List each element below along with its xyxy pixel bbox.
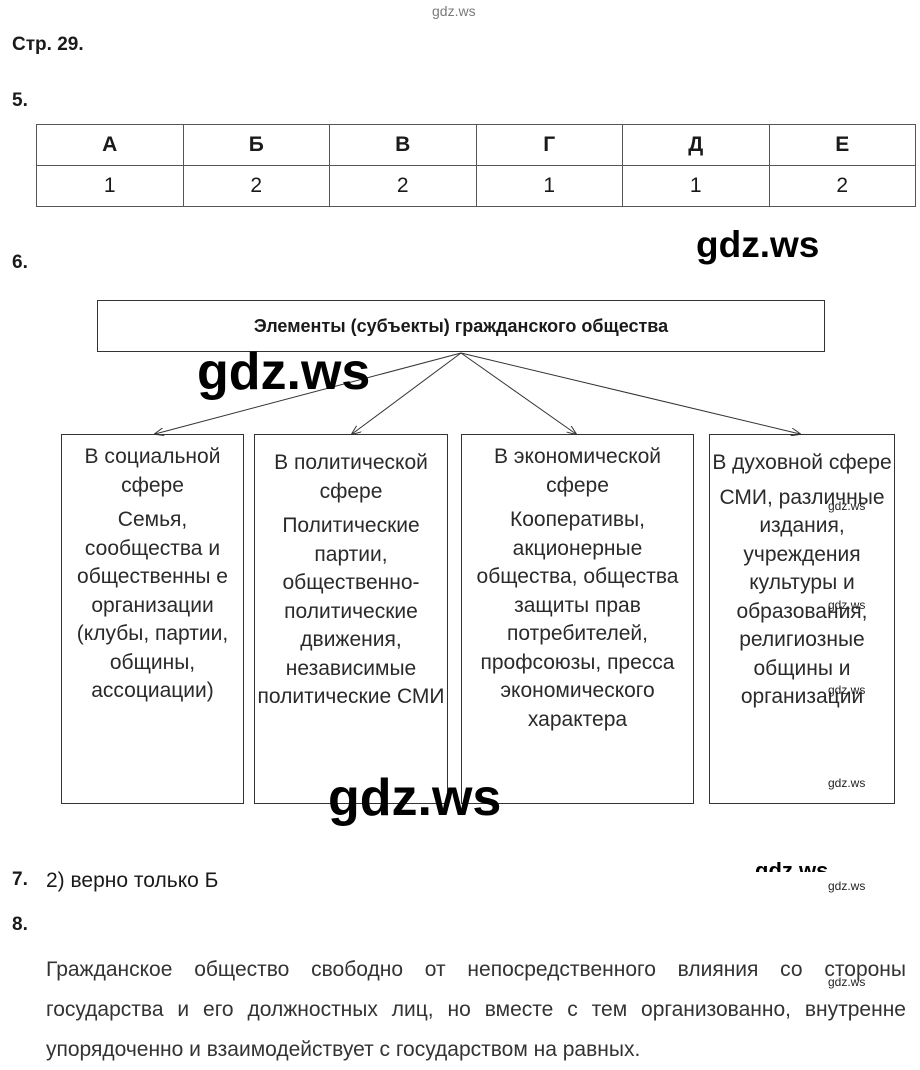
sphere-box-economic: В экономической сфере Кооперативы, акцио…: [461, 434, 694, 804]
question-6-number: 6.: [12, 252, 28, 273]
table-value-cell: 1: [475, 165, 623, 207]
watermark-large: gdz.ws: [696, 224, 820, 265]
watermark-small: gdz.ws: [828, 879, 866, 893]
sphere-title: В социальной сфере: [84, 445, 221, 497]
answer-table-value-row: 1 2 2 1 1 2: [36, 165, 916, 207]
table-value-cell: 1: [622, 165, 770, 207]
table-value-cell: 2: [329, 165, 477, 207]
watermark-large: gdz.ws: [328, 769, 502, 827]
answer-table-header-row: А Б В Г Д Е: [36, 124, 916, 166]
watermark-small: gdz.ws: [828, 683, 866, 697]
sphere-box-spiritual: В духовной сфере СМИ, различные издания,…: [709, 434, 895, 804]
watermark-small: gdz.ws: [828, 598, 866, 612]
sphere-title: В политической сфере: [274, 451, 428, 503]
watermark-small: gdz.ws: [828, 776, 866, 790]
question-7-number: 7.: [12, 869, 28, 890]
sphere-box-political: В политической сфере Политические партии…: [254, 434, 448, 804]
arrow-to-social: [155, 352, 462, 434]
page-reference: Стр. 29.: [12, 34, 84, 55]
table-header-cell: Д: [622, 124, 770, 166]
question-7-answer: 2) верно только Б: [46, 869, 219, 892]
sphere-title: В экономической сфере: [493, 445, 662, 497]
sphere-items: Семья, сообщества и общественны е органи…: [76, 508, 229, 702]
sphere-items: Кооперативы, акционерные общества, общес…: [476, 508, 679, 731]
table-value-cell: 1: [36, 165, 184, 207]
arrow-to-political: [352, 352, 462, 434]
watermark-cut-off: gdz.ws: [755, 858, 829, 872]
question-5-number: 5.: [12, 90, 28, 111]
arrow-to-economic: [460, 352, 576, 434]
table-header-cell: А: [36, 124, 184, 166]
watermark-small: gdz.ws: [828, 499, 866, 513]
question-8-number: 8.: [12, 914, 28, 935]
diagram-title-box: Элементы (субъекты) гражданского обществ…: [97, 300, 825, 352]
watermark-large: gdz.ws: [197, 343, 371, 401]
arrow-to-spiritual: [460, 352, 800, 434]
question-8-answer: Гражданское общество свободно от непосре…: [46, 958, 906, 1061]
table-header-cell: Е: [768, 124, 916, 166]
table-value-cell: 2: [768, 165, 916, 207]
diagram-title: Элементы (субъекты) гражданского обществ…: [253, 315, 669, 336]
sphere-items: Политические партии, общественно-политич…: [257, 514, 445, 708]
sphere-title: В духовной сфере: [712, 451, 892, 474]
watermark-top: gdz.ws: [432, 3, 476, 19]
sphere-items: СМИ, различные издания, учреждения культ…: [719, 485, 885, 709]
table-header-cell: Б: [182, 124, 330, 166]
watermark-small: gdz.ws: [828, 975, 866, 989]
table-header-cell: Г: [475, 124, 623, 166]
sphere-box-social: В социальной сфере Семья, сообщества и о…: [61, 434, 244, 804]
answer-table: А Б В Г Д Е 1 2 2 1 1 2: [36, 124, 916, 207]
